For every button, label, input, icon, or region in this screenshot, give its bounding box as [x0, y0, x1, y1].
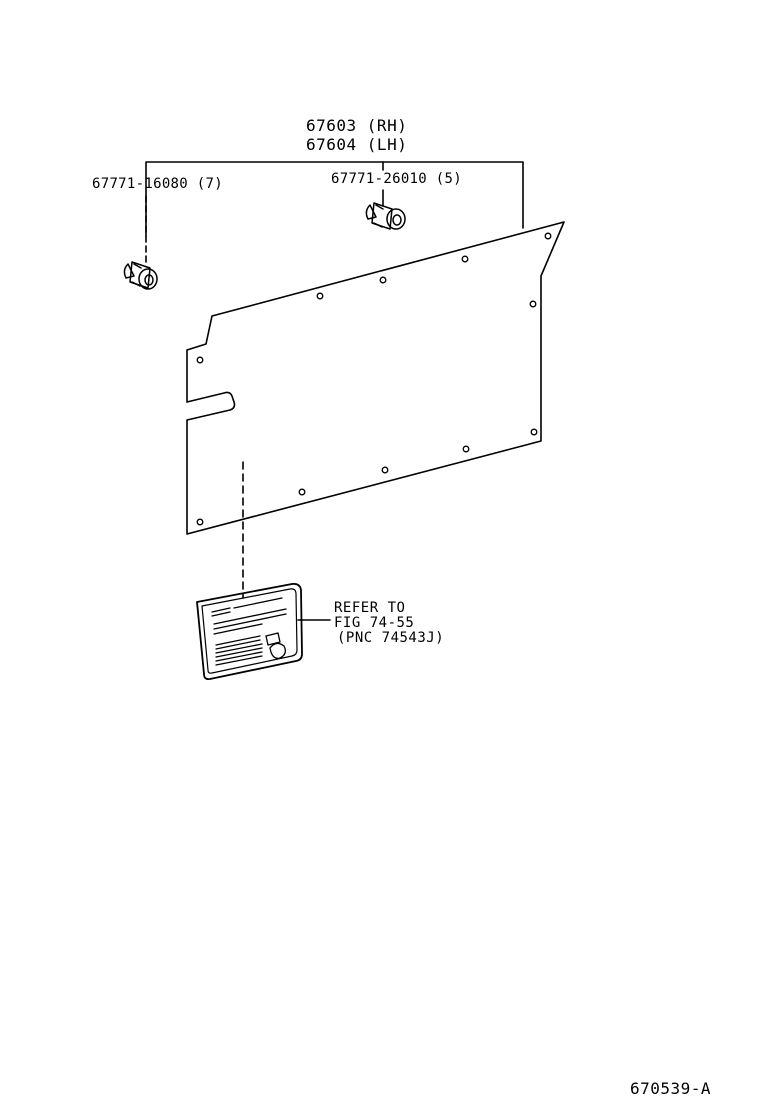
clip-b-label: 67771-26010 (5) [331, 171, 462, 187]
panel-rh-label: 67603 (RH) [306, 116, 408, 135]
door-trim-panel [186, 221, 565, 535]
caution-label-pictogram [265, 632, 286, 659]
refer-line-2: FIG 74-55 [334, 615, 415, 631]
clip-b-icon [365, 202, 406, 230]
refer-line-1: REFER TO [334, 600, 406, 616]
caution-label-plate [196, 582, 303, 681]
clip-a-label: 67771-16080 (7) [92, 176, 223, 192]
panel-lh-label: 67604 (LH) [306, 135, 408, 154]
caution-label-text-lines [211, 597, 287, 666]
figure-id: 670539-A [630, 1079, 712, 1098]
panel-mounting-holes [196, 232, 552, 526]
clip-a-icon [123, 261, 158, 290]
refer-line-3: (PNC 74543J) [337, 630, 445, 646]
